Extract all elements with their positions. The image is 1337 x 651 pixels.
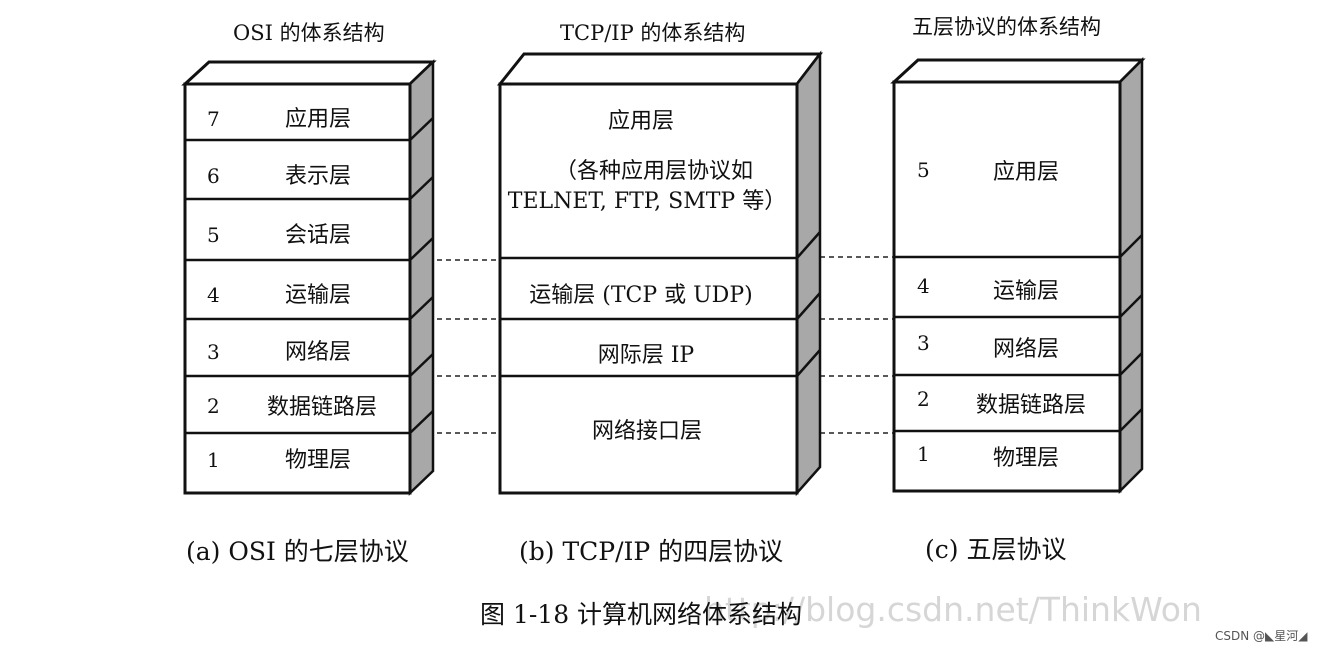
five-layer-3-name: 网络层 (993, 337, 1059, 362)
tcpip-caption: (b) TCP/IP 的四层协议 (519, 537, 783, 566)
osi-layer-1-number: 1 (207, 448, 220, 472)
tcpip-transport-layer: 运输层 (TCP 或 UDP) (529, 283, 752, 308)
osi-stack: OSI 的体系结构 7 应用层 6 表示层 5 会话层 4 运输层 3 网络层 … (181, 21, 437, 566)
osi-front-face (183, 82, 412, 495)
osi-layer-5-number: 5 (207, 223, 220, 247)
osi-layer-2-name: 数据链路层 (267, 395, 377, 420)
tcpip-network-interface-layer: 网络接口层 (592, 419, 702, 444)
five-layer-1-name: 物理层 (993, 446, 1059, 471)
tcpip-header: TCP/IP 的体系结构 (560, 21, 745, 45)
five-layer-2-name: 数据链路层 (976, 393, 1086, 418)
five-layer-stack: 五层协议的体系结构 5 应用层 4 运输层 3 网络层 2 数据链路层 1 物理… (890, 15, 1146, 564)
five-layer-top-face (890, 58, 1146, 84)
five-layer-5-number: 5 (917, 158, 930, 182)
osi-layer-5-name: 会话层 (285, 223, 351, 248)
five-layer-1-number: 1 (917, 442, 930, 466)
tcpip-front-face (498, 82, 799, 495)
osi-caption: (a) OSI 的七层协议 (186, 537, 409, 566)
tcpip-application-note-line2: TELNET, FTP, SMTP 等） (508, 189, 786, 214)
osi-top-face (181, 60, 437, 86)
osi-header: OSI 的体系结构 (233, 21, 385, 45)
five-layer-caption: (c) 五层协议 (925, 535, 1066, 564)
osi-layer-3-name: 网络层 (285, 340, 351, 365)
osi-layer-4-number: 4 (207, 283, 220, 307)
layer-alignment-dashes (410, 256, 894, 434)
osi-layer-2-number: 2 (207, 394, 220, 418)
tcpip-application-note-line1: （各种应用层协议如 (555, 159, 753, 184)
osi-layer-1-name: 物理层 (285, 448, 351, 473)
csdn-credit: CSDN @◣星河◢ (1215, 629, 1308, 643)
five-layer-front-face (892, 80, 1122, 493)
osi-layer-7-number: 7 (207, 107, 220, 131)
tcpip-internet-layer: 网际层 IP (598, 343, 695, 368)
osi-layer-6-number: 6 (207, 164, 220, 188)
five-layer-3-number: 3 (917, 331, 930, 355)
osi-layer-4-name: 运输层 (285, 283, 351, 308)
tcpip-top-face (496, 52, 824, 86)
five-layer-2-number: 2 (917, 387, 930, 411)
five-layer-5-name: 应用层 (993, 160, 1059, 185)
watermark-text: http://blog.csdn.net/ThinkWon (704, 590, 1202, 629)
tcpip-application-name: 应用层 (608, 109, 674, 134)
osi-layer-3-number: 3 (207, 340, 220, 364)
tcpip-stack: TCP/IP 的体系结构 应用层 （各种应用层协议如 TELNET, FTP, … (496, 21, 824, 566)
figure-title: 图 1-18 计算机网络体系结构 (480, 600, 802, 629)
five-layer-header: 五层协议的体系结构 (912, 15, 1101, 39)
five-layer-4-number: 4 (917, 274, 930, 298)
osi-layer-6-name: 表示层 (285, 164, 351, 189)
tcpip-side-face (795, 50, 822, 497)
five-layer-4-name: 运输层 (993, 279, 1059, 304)
osi-layer-7-name: 应用层 (285, 107, 351, 132)
